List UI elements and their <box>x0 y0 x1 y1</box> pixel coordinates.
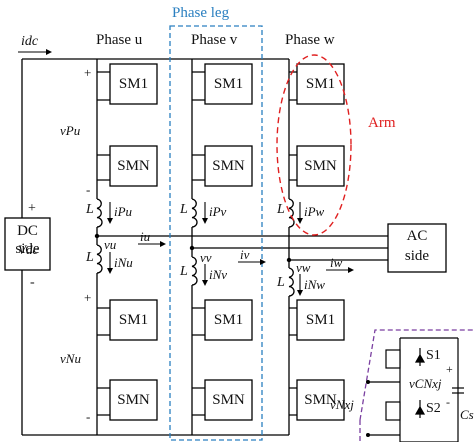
sm-box <box>109 299 158 341</box>
arm-ellipse <box>276 54 352 236</box>
upper-arm-plus: + <box>84 65 92 80</box>
vcnxj-label: vCNxj <box>409 376 442 391</box>
inductor-w-lower-label: L <box>277 275 285 290</box>
sm-box <box>204 379 253 421</box>
submodule-detail <box>359 329 474 442</box>
switch-s2-label: S2 <box>426 401 441 416</box>
sm-box <box>296 379 345 421</box>
sm-v-upper-bottom-label: SMN <box>212 158 245 174</box>
phase-leg-dashed-box <box>169 25 263 441</box>
sm-box <box>204 145 253 187</box>
inv-label: iNv <box>209 267 228 282</box>
inductor-u-lower-label: L <box>86 250 94 265</box>
current-arrows <box>18 49 354 296</box>
ipw-label: iPw <box>304 204 325 219</box>
node-dots <box>94 233 292 263</box>
sm-w-lower-top-label: SM1 <box>305 312 336 328</box>
cap-plus-sign: + <box>446 362 453 376</box>
ipv-label: iPv <box>209 204 227 219</box>
ac-side-line1: AC <box>406 228 428 244</box>
sm-box <box>296 63 345 105</box>
ipu-label: iPu <box>114 204 133 219</box>
inductor-v-upper-label: L <box>180 202 188 217</box>
inw-label: iNw <box>304 277 325 292</box>
sm-box <box>109 63 158 105</box>
sm-box <box>296 299 345 341</box>
sm-box <box>204 299 253 341</box>
iu-label: iu <box>140 229 151 244</box>
vu-label: vu <box>104 237 117 252</box>
phase-v-label: Phase v <box>191 32 238 48</box>
vpu-label: vPu <box>60 123 81 138</box>
dc-plus-sign: + <box>28 201 36 216</box>
vdc-label: Vdc <box>18 242 39 257</box>
iw-label: iw <box>330 255 343 270</box>
dc-side-line1: DC <box>17 223 38 239</box>
sm-box <box>109 145 158 187</box>
phase-w-label: Phase w <box>285 32 335 48</box>
dc-side-line2: side <box>15 241 40 257</box>
phase-leg-label: Phase leg <box>172 5 230 21</box>
upper-arm-minus: - <box>86 182 91 197</box>
iv-label: iv <box>240 247 250 262</box>
ac-side-line2: side <box>404 248 430 264</box>
vnu-label: vNu <box>60 351 81 366</box>
lower-arm-minus: - <box>86 409 91 424</box>
inductor-u-upper-label: L <box>86 202 94 217</box>
sm-box <box>204 63 253 105</box>
sm-v-top-label: SM1 <box>213 76 244 92</box>
sm-w-upper-bottom-label: SMN <box>304 158 337 174</box>
dc-side-box <box>4 217 51 271</box>
cs-label: Cs <box>460 407 474 422</box>
inu-label: iNu <box>114 255 133 270</box>
vw-label: vw <box>296 260 311 275</box>
dc-minus-sign: - <box>30 275 35 290</box>
sm-u-top-label: SM1 <box>118 76 149 92</box>
ac-side-box <box>387 223 447 273</box>
vnxj-label: vNxj <box>330 397 354 412</box>
lower-arm-plus: + <box>84 290 92 305</box>
sm-u-upper-bottom-label: SMN <box>117 158 150 174</box>
sm-v-bottom-label: SMN <box>212 392 245 408</box>
phase-u-label: Phase u <box>96 32 143 48</box>
cap-minus-sign: - <box>446 395 450 409</box>
sm-w-bottom-label: SMN <box>304 392 337 408</box>
inductor-v-lower-label: L <box>180 264 188 279</box>
arm-label: Arm <box>368 115 396 131</box>
inductor-w-upper-label: L <box>277 202 285 217</box>
inductors <box>91 199 295 296</box>
sm-connections <box>97 71 297 416</box>
sm-v-lower-top-label: SM1 <box>213 312 244 328</box>
submodule-boxes <box>109 63 345 421</box>
switch-s1-label: S1 <box>426 348 441 363</box>
sm-w-top-label: SM1 <box>305 76 336 92</box>
sm-box <box>109 379 158 421</box>
sm-box <box>296 145 345 187</box>
sm-u-lower-top-label: SM1 <box>118 312 149 328</box>
inductor-coils <box>96 198 295 297</box>
vv-label: vv <box>200 250 212 265</box>
idc-label: idc <box>21 34 39 49</box>
sm-u-bottom-label: SMN <box>117 392 150 408</box>
